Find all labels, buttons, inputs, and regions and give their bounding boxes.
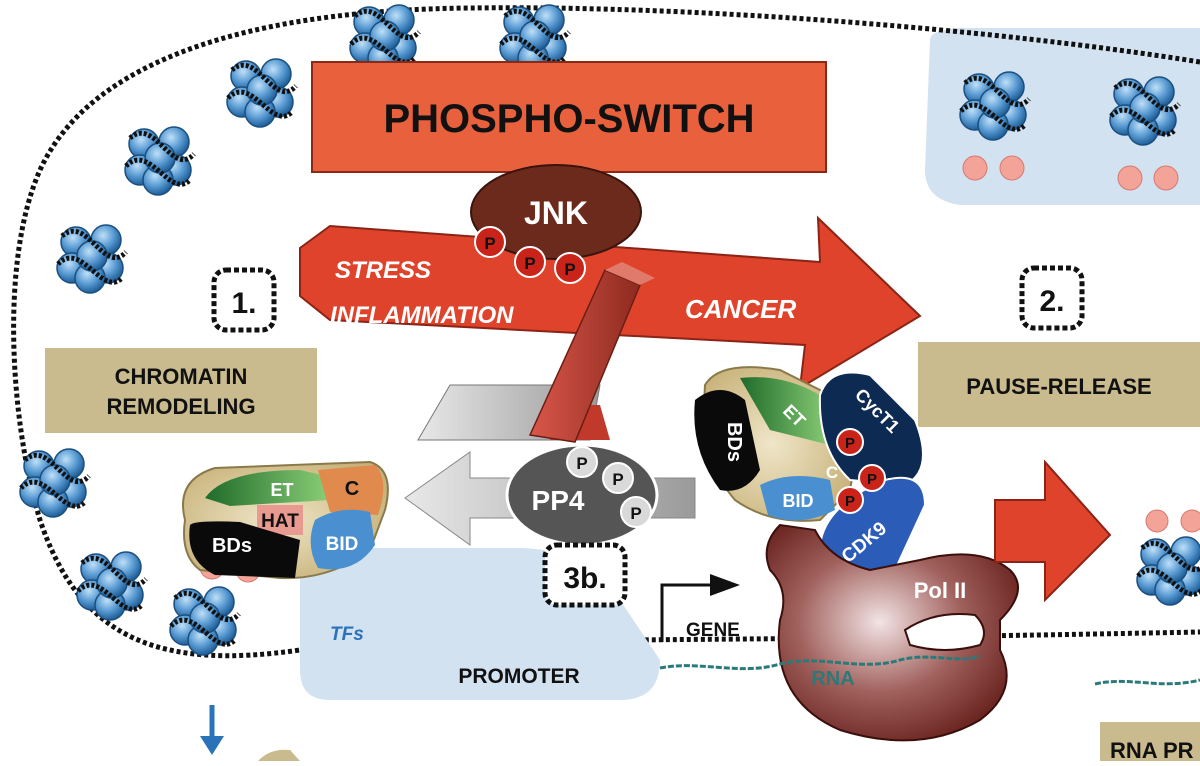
progression-arrow <box>994 459 1112 603</box>
pp4-p1: P <box>576 454 587 473</box>
nucleosome-icon <box>57 225 126 293</box>
lever-bar <box>528 269 641 443</box>
brd4-left-bds: BDs <box>212 535 252 557</box>
chromatin-label-line1: CHROMATIN <box>115 364 248 389</box>
chromatin-label-line2: REMODELING <box>106 394 255 419</box>
nucleosome-icon <box>125 127 194 195</box>
brd4-left-hat: HAT <box>261 511 299 532</box>
promoter-label: PROMOTER <box>458 665 579 688</box>
jnk-p1: P <box>484 234 495 253</box>
tss-arrow-stem <box>660 583 712 642</box>
brd4-right-c: C <box>826 463 838 482</box>
gene-label: GENE <box>686 620 740 641</box>
step-3b-label: 3b. <box>563 562 606 595</box>
step-2-label: 2. <box>1039 285 1064 318</box>
pp4-phospho-group: P P P <box>566 446 652 528</box>
jnk-kinase <box>470 164 642 260</box>
ptefb-p2: P <box>867 471 877 488</box>
rna-strand <box>659 654 981 671</box>
brd4-right-bid: BID <box>783 491 814 511</box>
brd4-right-complex: BDs ET BID <box>694 366 855 522</box>
nucleosome-icon <box>1137 537 1200 605</box>
brd4-right-bds: BDs <box>723 422 745 462</box>
partial-box-bottom <box>258 749 300 761</box>
jnk-p3: P <box>564 260 575 279</box>
pol-ii-label: Pol II <box>914 578 967 603</box>
pp4-p3: P <box>630 504 641 523</box>
nucleosome-icon <box>1110 77 1179 145</box>
nucleosome-icon <box>960 72 1029 140</box>
step-1-badge: 1. <box>211 267 277 333</box>
rna-processing-box <box>1100 722 1200 761</box>
nucleosome-icon <box>20 449 89 517</box>
pause-release-box <box>918 342 1200 427</box>
signal-cancer: CANCER <box>685 294 796 324</box>
nucleosome-icon <box>77 552 146 620</box>
brd4-left-bid: BID <box>326 534 359 555</box>
pol-ii-channel <box>903 613 985 651</box>
jnk-p2: P <box>524 254 535 273</box>
down-arrow-icon <box>200 705 224 755</box>
page-title: PHOSPHO-SWITCH <box>383 97 754 141</box>
nucleosome-icon <box>170 587 239 655</box>
brd4-left-complex: ET C HAT BDs BID <box>182 460 389 580</box>
pp4-p2: P <box>612 470 623 489</box>
rna-label: RNA <box>811 668 854 690</box>
jnk-phospho-group: P P P <box>474 226 586 284</box>
brd4-left-c: C <box>345 478 359 500</box>
title-box <box>311 61 827 173</box>
signal-inflammation: INFLAMMATION <box>330 302 514 329</box>
step-2-badge: 2. <box>1019 265 1085 331</box>
tss-arrow-head <box>710 574 740 596</box>
step-3b-badge: 3b. <box>542 542 628 608</box>
ptefb-complex: CycT1 CDK9 P P P C <box>818 371 927 583</box>
pol-ii <box>765 523 1019 742</box>
ptefb-p3: P <box>845 493 855 510</box>
lever-top <box>605 262 655 285</box>
ptefb-p1: P <box>845 435 855 452</box>
jnk-label: JNK <box>524 195 588 231</box>
pp4-label: PP4 <box>532 485 585 516</box>
nucleosome-icon <box>227 59 296 127</box>
rna-strand-right <box>1094 678 1200 686</box>
step-1-label: 1. <box>231 287 256 320</box>
tfs-label: TFs <box>330 624 364 645</box>
pause-release-label: PAUSE-RELEASE <box>966 374 1151 399</box>
acetyl-marks <box>199 155 1200 583</box>
brd4-left-et: ET <box>270 480 293 500</box>
signal-stress: STRESS <box>335 257 431 284</box>
pause-region-background <box>925 28 1200 205</box>
rna-processing-label: RNA PR <box>1110 738 1194 761</box>
chromatin-remodeling-box <box>45 348 317 433</box>
